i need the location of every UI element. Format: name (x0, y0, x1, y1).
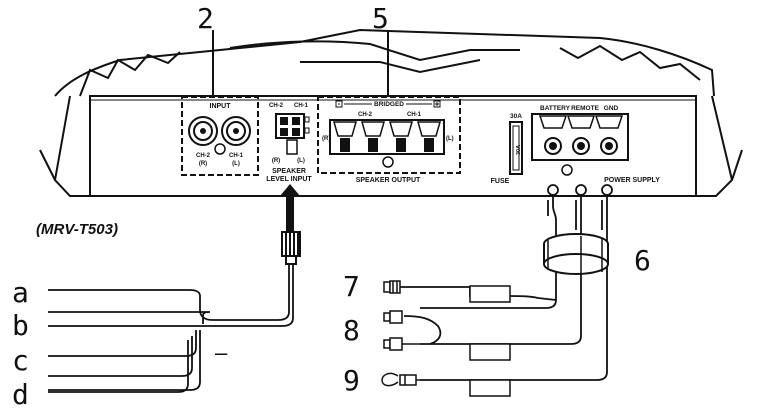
fuse: 30A 30A FUSE (491, 113, 523, 185)
svg-text:POWER SUPPLY: POWER SUPPLY (604, 177, 660, 184)
svg-text:30A: 30A (516, 145, 522, 155)
svg-text:BRIDGED: BRIDGED (374, 101, 404, 108)
model-label: (MRV-T503) (36, 221, 118, 238)
rca-jack-ch1 (221, 116, 251, 146)
wire-label-d: d (12, 378, 29, 411)
terminal-screw-gnd (600, 137, 618, 155)
svg-text:(R): (R) (322, 136, 330, 142)
svg-text:(L): (L) (232, 161, 240, 167)
minus-sign: – (215, 340, 228, 365)
svg-text:REMOTE: REMOTE (571, 105, 599, 112)
connection-arrow (280, 184, 300, 234)
svg-text:(L): (L) (297, 158, 305, 164)
svg-text:CH-2: CH-2 (196, 153, 211, 159)
bullet-connector-7 (383, 280, 401, 294)
svg-text:CH-2: CH-2 (358, 112, 373, 118)
power-terminal-block: BATTERY REMOTE GND POWER SUPPLY (531, 105, 660, 184)
callout-8: 8 (343, 314, 360, 347)
wire-sleeve-7 (469, 285, 511, 303)
wire-sleeve-8 (469, 343, 511, 361)
speaker-wires (48, 264, 294, 393)
ground-screw-icon (214, 143, 226, 155)
svg-text:FUSE: FUSE (491, 178, 510, 185)
svg-text:CH-1: CH-1 (229, 153, 244, 159)
terminal-screw-remote (572, 137, 590, 155)
svg-text:BATTERY: BATTERY (540, 105, 571, 112)
speaker-output-section: BRIDGED CH-2 CH-1 (R) (L) SPEAKER OUTP (317, 96, 461, 184)
svg-text:(R): (R) (199, 161, 207, 167)
svg-text:SPEAKER OUTPUT: SPEAKER OUTPUT (356, 177, 421, 184)
callout-2: 2 (197, 2, 214, 35)
callout-9: 9 (343, 364, 360, 397)
wire-label-b: b (12, 309, 29, 342)
svg-text:CH-2: CH-2 (269, 103, 284, 109)
callout-7: 7 (343, 270, 360, 303)
svg-text:LEVEL INPUT: LEVEL INPUT (266, 176, 312, 183)
harness-sleeve (543, 233, 609, 275)
svg-text:(L): (L) (446, 136, 454, 142)
svg-text:30A: 30A (510, 113, 522, 120)
callout-5: 5 (372, 2, 389, 35)
spade-connector-8 (383, 310, 420, 351)
amplifier-heatsink (39, 28, 743, 197)
svg-text:(R): (R) (272, 158, 280, 164)
wire-label-c: c (12, 344, 29, 377)
svg-text:SPEAKER: SPEAKER (272, 168, 306, 175)
speaker-level-input: CH-2 CH-1 (R) (L) SPEAKER LEVEL INPUT (266, 103, 312, 183)
wire-label-a: a (12, 276, 29, 309)
svg-text:GND: GND (604, 105, 619, 112)
wire-sleeve-9 (469, 379, 511, 397)
svg-text:CH-1: CH-1 (294, 103, 309, 109)
svg-text:CH-1: CH-1 (407, 112, 422, 118)
rca-jack-ch2 (188, 116, 218, 146)
ground-screw-icon (561, 164, 573, 176)
input-section: INPUT CH-2 CH-1 (R) (L) (181, 96, 259, 176)
terminal-screw-battery (544, 137, 562, 155)
ground-screw-icon (382, 156, 394, 168)
speaker-terminal-block (329, 119, 445, 155)
svg-text:INPUT: INPUT (210, 103, 232, 110)
speaker-input-plug (281, 231, 301, 265)
ring-terminal-9 (381, 372, 420, 387)
callout-6: 6 (634, 244, 651, 277)
